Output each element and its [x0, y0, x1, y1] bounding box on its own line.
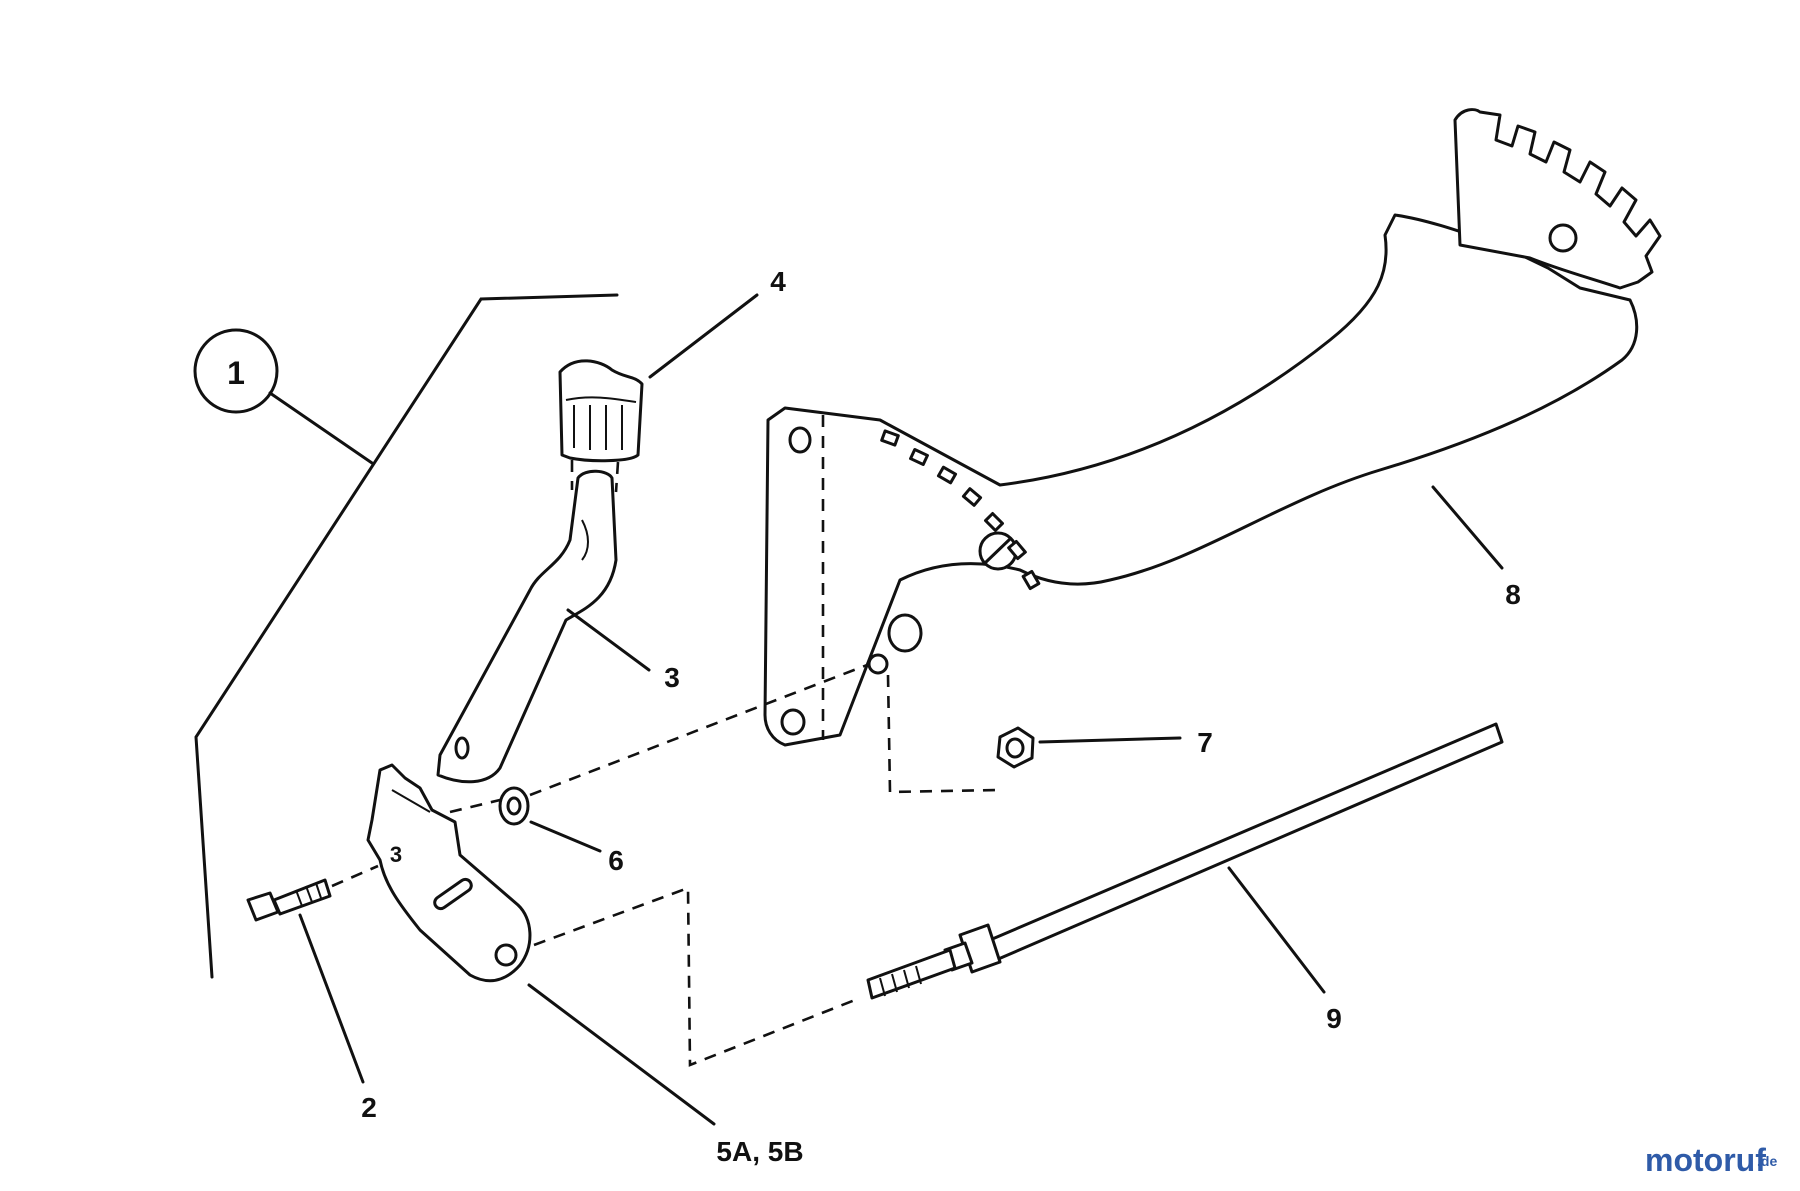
- callout-8-label: 8: [1505, 579, 1521, 610]
- watermark-logo: motoruf .de: [1645, 1142, 1777, 1178]
- callout-5-label: 5A, 5B: [716, 1136, 803, 1167]
- assembly-bracket-line: [194, 293, 619, 979]
- control-lever: 3: [436, 469, 680, 784]
- watermark-suffix: .de: [1757, 1153, 1777, 1169]
- bracket: 3 5A, 5B: [366, 763, 804, 1167]
- callout-9-label: 9: [1326, 1003, 1342, 1034]
- callout-4-label: 4: [770, 266, 786, 297]
- rod: 9: [866, 722, 1504, 1034]
- plate-notches: [880, 429, 1041, 591]
- bracket-inline-label: 3: [390, 842, 402, 867]
- knob: 4: [558, 266, 786, 463]
- callout-7-label: 7: [1197, 727, 1213, 758]
- callout-6-label: 6: [608, 845, 624, 876]
- washer: 6: [498, 786, 624, 876]
- bolt: 2: [246, 864, 379, 1123]
- callout-3-label: 3: [664, 662, 680, 693]
- callout-2-label: 2: [361, 1092, 377, 1123]
- callout-1: 1: [193, 328, 374, 465]
- callout-1-label: 1: [227, 355, 245, 391]
- quadrant-plate: 8: [763, 108, 1662, 747]
- nut: 7: [996, 726, 1213, 769]
- watermark-main: motoruf: [1645, 1142, 1766, 1178]
